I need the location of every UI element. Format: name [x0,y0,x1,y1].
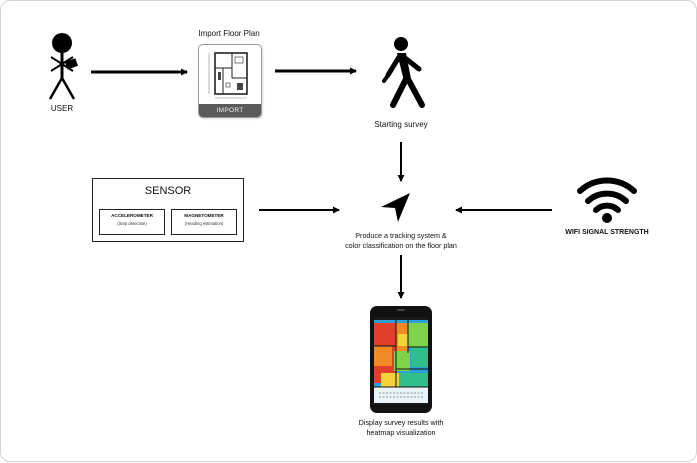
user-label: USER [50,104,74,113]
accelerometer-desc: (Step detection) [117,221,147,226]
display-label-line1: Display survey results with [358,418,444,427]
tracking-label-line2: color classification on the floor plan [345,241,457,250]
magnetometer-box: MAGNETOMETER (Heading estimation) [171,209,237,235]
import-button[interactable]: IMPORT [199,104,261,117]
sensor-box: SENSOR ACCELEROMETER (Step detection) MA… [92,178,244,242]
accelerometer-name: ACCELEROMETER [111,213,153,218]
starting-survey-label: Starting survey [374,120,428,129]
magnetometer-name: MAGNETOMETER [184,213,224,218]
display-label-line2: heatmap visualization [366,428,436,437]
sensor-title: SENSOR [144,185,192,197]
wifi-label: WIFI SIGNAL STRENGTH [565,229,649,236]
floor-plan-icon [208,52,248,99]
import-floor-plan-card[interactable]: IMPORT [198,44,262,118]
accelerometer-box: ACCELEROMETER (Step detection) [99,209,165,235]
import-floor-plan-title: Import Floor Plan [198,29,260,38]
magnetometer-desc: (Heading estimation) [184,221,224,226]
tracking-label-line1: Produce a tracking system & [355,231,447,240]
